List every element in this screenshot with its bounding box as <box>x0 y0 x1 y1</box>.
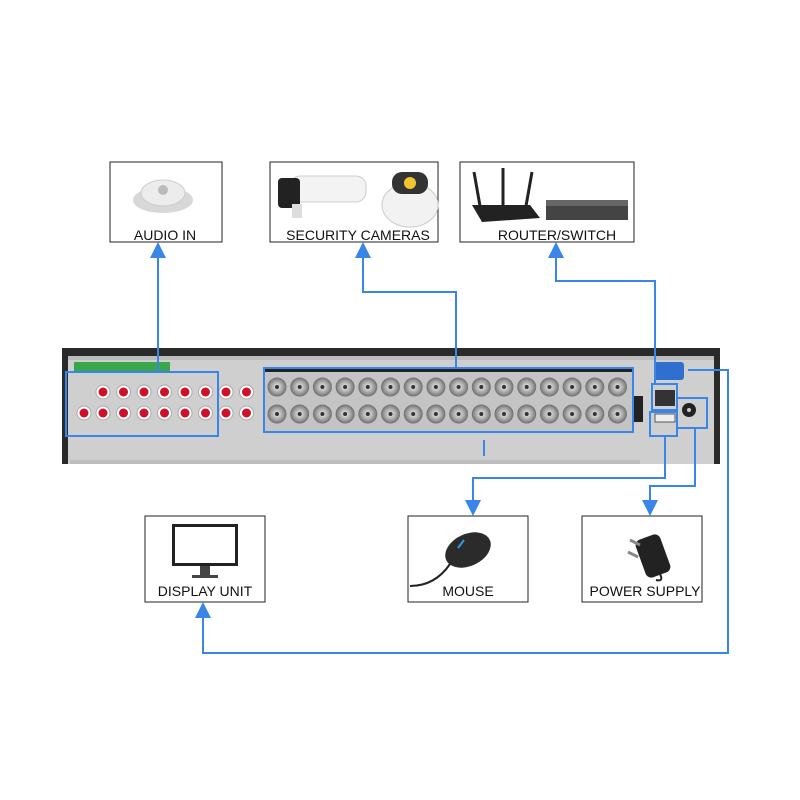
bnc-port-pin <box>343 412 348 416</box>
alarm-terminal-block <box>74 362 170 371</box>
bnc-port-pin <box>592 412 597 416</box>
security-cameras-label: SECURITY CAMERAS <box>286 227 430 243</box>
bnc-port-pin <box>547 385 552 389</box>
rca-port-center <box>180 408 190 418</box>
bnc-port-pin <box>365 412 370 416</box>
bnc-port-pin <box>615 412 620 416</box>
bnc-port-pin <box>320 412 325 416</box>
audio-rca-ports <box>76 384 254 421</box>
bnc-port-pin <box>456 412 461 416</box>
mouse-line <box>465 436 666 516</box>
bnc-port-pin <box>479 385 484 389</box>
router-icon <box>472 168 628 222</box>
bnc-port-pin <box>343 385 348 389</box>
bnc-port-pin <box>388 412 393 416</box>
bnc-port-pin <box>411 412 416 416</box>
bnc-port-pin <box>479 412 484 416</box>
rca-port-center <box>221 408 231 418</box>
audio-in-label: AUDIO IN <box>134 227 196 243</box>
mouse-icon <box>409 532 491 587</box>
bnc-port-pin <box>592 385 597 389</box>
mouse-label: MOUSE <box>442 583 493 599</box>
rca-port-center <box>221 387 231 397</box>
rca-port-center <box>201 387 210 397</box>
bnc-port-pin <box>456 385 461 389</box>
bnc-port-pin <box>297 385 302 389</box>
rca-port-center <box>139 408 149 418</box>
power-line <box>642 428 696 516</box>
usb-port <box>654 413 676 423</box>
monitor-icon <box>172 524 238 578</box>
bnc-port-pin <box>388 385 393 389</box>
video-bnc-ports <box>267 377 627 424</box>
rca-port-center <box>79 408 89 418</box>
bnc-port-pin <box>433 412 438 416</box>
mouse-box: MOUSE <box>407 515 529 603</box>
rca-port-center <box>180 387 190 397</box>
hdmi-port <box>634 396 643 422</box>
camera-icon <box>278 172 439 228</box>
port-highlights <box>65 367 708 437</box>
rca-port-center <box>119 408 128 418</box>
bnc-port-pin <box>433 385 438 389</box>
camera-line <box>355 242 457 368</box>
rca-port-center <box>160 408 169 418</box>
router-switch-box: ROUTER/SWITCH <box>459 161 635 243</box>
rca-port-center <box>139 387 149 397</box>
display-unit-box: DISPLAY UNIT <box>144 515 266 603</box>
bnc-port-pin <box>502 385 506 389</box>
vga-port <box>654 362 684 380</box>
bnc-port-pin <box>365 385 370 389</box>
microphone-icon <box>133 179 193 213</box>
bnc-port-pin <box>524 385 529 389</box>
bnc-port-pin <box>320 385 325 389</box>
bnc-port-pin <box>411 385 416 389</box>
rca-port-center <box>160 387 169 397</box>
bnc-port-pin <box>570 385 575 389</box>
lan-port <box>655 390 675 406</box>
bnc-port-pin <box>275 412 279 416</box>
connector-lines <box>150 242 729 654</box>
power-supply-label: POWER SUPPLY <box>590 583 702 599</box>
rca-port-center <box>119 387 128 397</box>
rca-port-center <box>201 408 210 418</box>
display-unit-label: DISPLAY UNIT <box>158 583 253 599</box>
power-adapter-icon <box>627 534 671 582</box>
display-line <box>195 369 729 654</box>
bnc-port-pin <box>615 385 620 389</box>
router-line <box>548 242 656 384</box>
rca-port-center <box>98 408 108 418</box>
rca-port-center <box>242 408 251 418</box>
dvr-back-panel <box>62 348 720 464</box>
security-cameras-box: SECURITY CAMERAS <box>269 161 439 243</box>
bnc-port-pin <box>275 385 279 389</box>
power-supply-box: POWER SUPPLY <box>581 515 703 603</box>
bnc-port-pin <box>547 412 552 416</box>
bnc-port-pin <box>297 412 302 416</box>
rca-port-center <box>242 387 251 397</box>
router-switch-label: ROUTER/SWITCH <box>498 227 616 243</box>
bnc-port-pin <box>570 412 575 416</box>
bnc-port-pin <box>524 412 529 416</box>
audio-in-box: AUDIO IN <box>109 161 223 243</box>
bnc-port-pin <box>502 412 506 416</box>
rca-port-center <box>98 387 108 397</box>
